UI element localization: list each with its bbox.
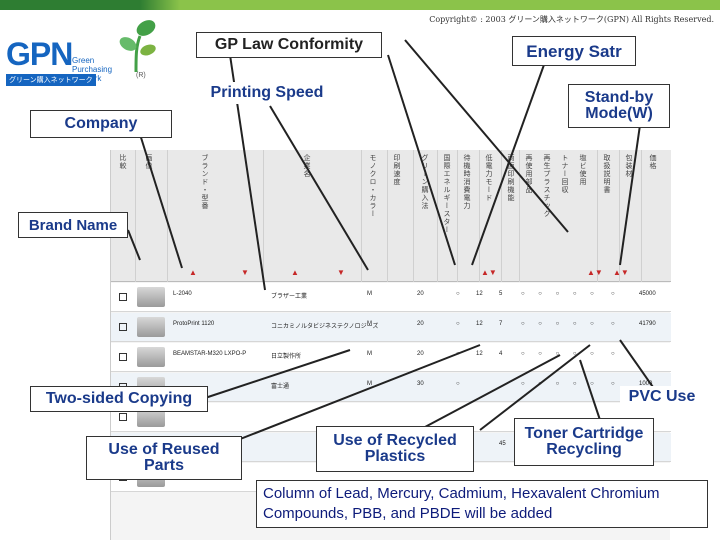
callout-pvc-use: PVC Use	[620, 386, 704, 408]
cell-marks: ○ ○ ○ ○ ○	[521, 291, 600, 297]
sort-up-icon[interactable]: ▲▼	[613, 268, 629, 277]
cell-pvc: ○	[611, 321, 615, 327]
cell-color-type: M	[367, 321, 372, 327]
callout-toner-cartridge: Toner Cartridge Recycling	[514, 418, 654, 466]
leaf-icon	[119, 20, 156, 72]
cell-speed: 20	[417, 351, 424, 357]
callout-energy-star: Energy Satr	[512, 36, 636, 66]
product-thumbnail	[137, 407, 165, 427]
logo-gpn-text: GPN	[6, 36, 73, 72]
header-col-image: 画像	[145, 154, 152, 170]
product-maker: 富士通	[271, 384, 290, 390]
cell-standby: 45	[499, 441, 506, 447]
cell-price: 41790	[639, 321, 656, 327]
sort-down-icon[interactable]: ▼	[337, 268, 345, 277]
product-thumbnail	[137, 347, 165, 367]
cell-gp-law: ○	[456, 381, 460, 387]
header-col-sleep: 低電力モード	[485, 154, 492, 202]
callout-reused-parts: Use of Reused Parts	[86, 436, 242, 480]
cell-color-type: M	[367, 351, 372, 357]
cell-marks: ○ ○ ○ ○ ○	[521, 381, 600, 387]
gpn-logo: GPN Green Purchasing Network グリーン購入ネットワー…	[6, 16, 166, 86]
table-row[interactable]: BEAMSTAR-M320 LXPO-P 日立製作所 M 20 ○ 12 4 ○ ○ ○ ○ …	[111, 343, 671, 372]
header-col-type: モノクロ・カラー	[369, 154, 376, 218]
product-name: ProtoPrint 1120	[173, 321, 215, 327]
callout-company: Company	[30, 110, 172, 138]
cell-pvc: ○	[611, 351, 615, 357]
callout-brand-name: Brand Name	[18, 212, 128, 238]
product-name: L-2040	[173, 291, 192, 297]
header-col-energy: 国際エネルギースター	[443, 154, 450, 234]
cell-standby: 4	[499, 351, 503, 357]
cell-gp-law: ○	[456, 351, 460, 357]
header-col-duplex: 両面印刷機能	[507, 154, 514, 202]
header-col-price: 価格	[649, 154, 656, 170]
header-col-reuse: 再使用部品	[525, 154, 532, 194]
table-header: 比較 画像 ブランド・型番 企業名 モノクロ・カラー 印刷速度 グリーン購入法 …	[111, 150, 671, 282]
callout-gp-law-conformity: GP Law Conformity	[196, 32, 382, 58]
logo-japanese-name: グリーン購入ネットワーク	[6, 74, 96, 86]
product-thumbnail	[137, 287, 165, 307]
top-bar-light	[160, 0, 720, 10]
table-row[interactable]: L-2040 ブラザー工業 M 20 ○ 12 5 ○ ○ ○ ○ ○ ○ 45000	[111, 283, 671, 312]
top-bar-dark	[0, 0, 160, 10]
header-col-select: 比較	[119, 154, 126, 170]
header-col-manual: 取扱説明書	[603, 154, 610, 194]
header-col-toner: トナー回収	[561, 154, 568, 194]
cell-gp-law: ○	[456, 291, 460, 297]
top-bar-fade	[140, 0, 180, 10]
cell-color-type: M	[367, 381, 372, 387]
logo-registered-mark: (R)	[136, 72, 146, 79]
sort-up-icon[interactable]: ▲▼	[481, 268, 497, 277]
product-maker: コニカミノルタビジネステクノロジーズ	[271, 324, 379, 330]
cell-gp-law: ○	[456, 321, 460, 327]
cell-price: 45000	[639, 291, 656, 297]
callout-standby-mode: Stand-by Mode(W)	[568, 84, 670, 128]
row-checkbox[interactable]	[119, 293, 127, 301]
sort-up-icon[interactable]: ▲	[291, 268, 299, 277]
callout-two-sided-copying: Two-sided Copying	[30, 386, 208, 412]
product-thumbnail	[137, 317, 165, 337]
cell-color-type: M	[367, 291, 372, 297]
sort-up-icon[interactable]: ▲▼	[587, 268, 603, 277]
row-checkbox[interactable]	[119, 323, 127, 331]
product-maker: 日立製作所	[271, 354, 302, 360]
cell-standby: 7	[499, 321, 503, 327]
cell-standby: 5	[499, 291, 503, 297]
cell-energy: 12	[476, 351, 483, 357]
callout-recycled-plastics: Use of Recycled Plastics	[316, 426, 474, 472]
top-color-bar	[0, 0, 720, 10]
cell-pvc: ○	[611, 381, 615, 387]
header-col-standby: 待機時消費電力	[463, 154, 470, 210]
header-col-packaging: 包装材	[625, 154, 632, 178]
cell-speed: 20	[417, 321, 424, 327]
header-col-pvc: 塩ビ使用	[579, 154, 586, 186]
product-name: BEAMSTAR-M320 LXPO-P	[173, 351, 247, 357]
header-col-speed: 印刷速度	[393, 154, 400, 186]
header-col-brand: ブランド・型番	[201, 154, 208, 210]
sort-up-icon[interactable]: ▲	[189, 268, 197, 277]
cell-speed: 20	[417, 291, 424, 297]
header-col-company: 企業名	[303, 154, 310, 178]
cell-marks: ○ ○ ○ ○ ○	[521, 351, 600, 357]
row-checkbox[interactable]	[119, 353, 127, 361]
cell-pvc: ○	[611, 291, 615, 297]
cell-speed: 30	[417, 381, 424, 387]
row-checkbox[interactable]	[119, 413, 127, 421]
header-col-gplaw: グリーン購入法	[421, 154, 428, 210]
cell-energy: 12	[476, 291, 483, 297]
callout-printing-speed: Printing Speed	[200, 82, 334, 104]
product-maker: ブラザー工業	[271, 294, 308, 300]
cell-marks: ○ ○ ○ ○ ○	[521, 321, 600, 327]
callout-hazardous-substances-note: Column of Lead, Mercury, Cadmium, Hexava…	[256, 480, 708, 528]
cell-energy: 12	[476, 321, 483, 327]
header-col-recycled: 再生プラスチック	[543, 154, 550, 218]
copyright-text: Copyright© : 2003 グリーン購入ネットワーク(GPN) All …	[429, 15, 714, 24]
sort-down-icon[interactable]: ▼	[241, 268, 249, 277]
